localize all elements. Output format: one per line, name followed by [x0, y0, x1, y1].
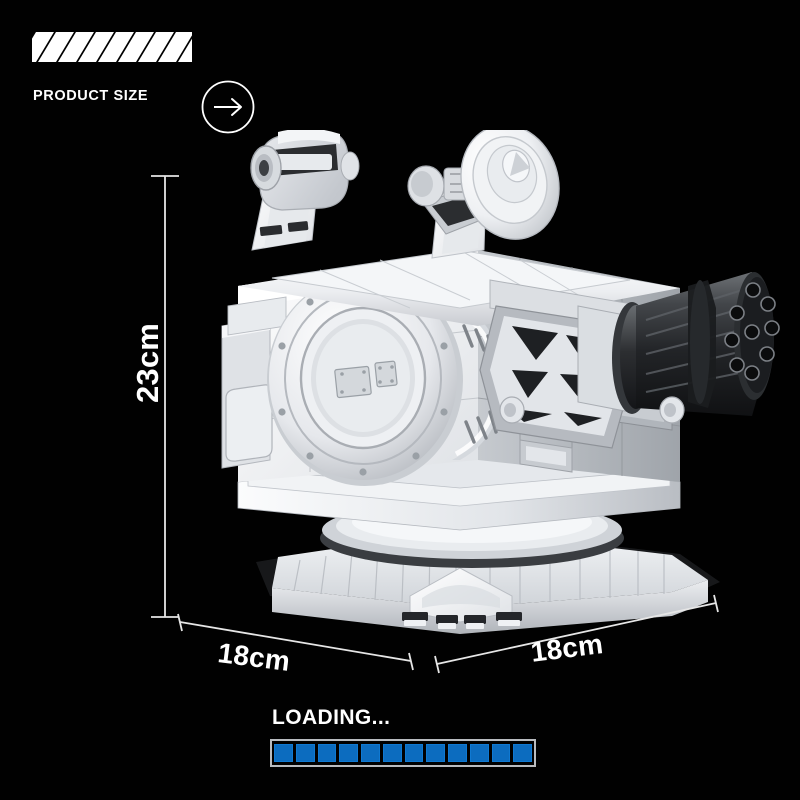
- arrow-right-circle-icon[interactable]: [200, 79, 256, 135]
- dimension-width-left-label: 18cm: [216, 637, 292, 677]
- loading-progress-bar: [270, 739, 536, 767]
- model-turret-disc: [267, 274, 503, 486]
- loading-segment: [404, 744, 424, 762]
- model-optical-sensor: [250, 130, 360, 251]
- model-gatling-gun: [577, 272, 780, 416]
- loading-segment: [361, 744, 380, 762]
- loading-segment: [448, 744, 467, 762]
- page-title: PRODUCT SIZE: [33, 88, 149, 104]
- hazard-stripes-icon: [32, 32, 192, 62]
- loading-segment: [339, 744, 358, 762]
- loading-segment: [513, 744, 532, 762]
- loading-segment: [469, 744, 489, 762]
- loading-segment: [274, 744, 293, 762]
- model-side-nubs: [499, 396, 685, 473]
- model-radar-dish: [407, 130, 560, 259]
- model-turret-body: [221, 249, 681, 531]
- product-model-image: [160, 130, 780, 640]
- loading-label: LOADING...: [272, 706, 391, 729]
- loading-segment: [317, 744, 337, 762]
- loading-segment: [382, 744, 402, 762]
- loading-segment: [426, 744, 445, 762]
- loading-segment: [491, 744, 511, 762]
- loading-segment: [295, 744, 315, 762]
- dimension-height-label: 23cm: [130, 322, 166, 404]
